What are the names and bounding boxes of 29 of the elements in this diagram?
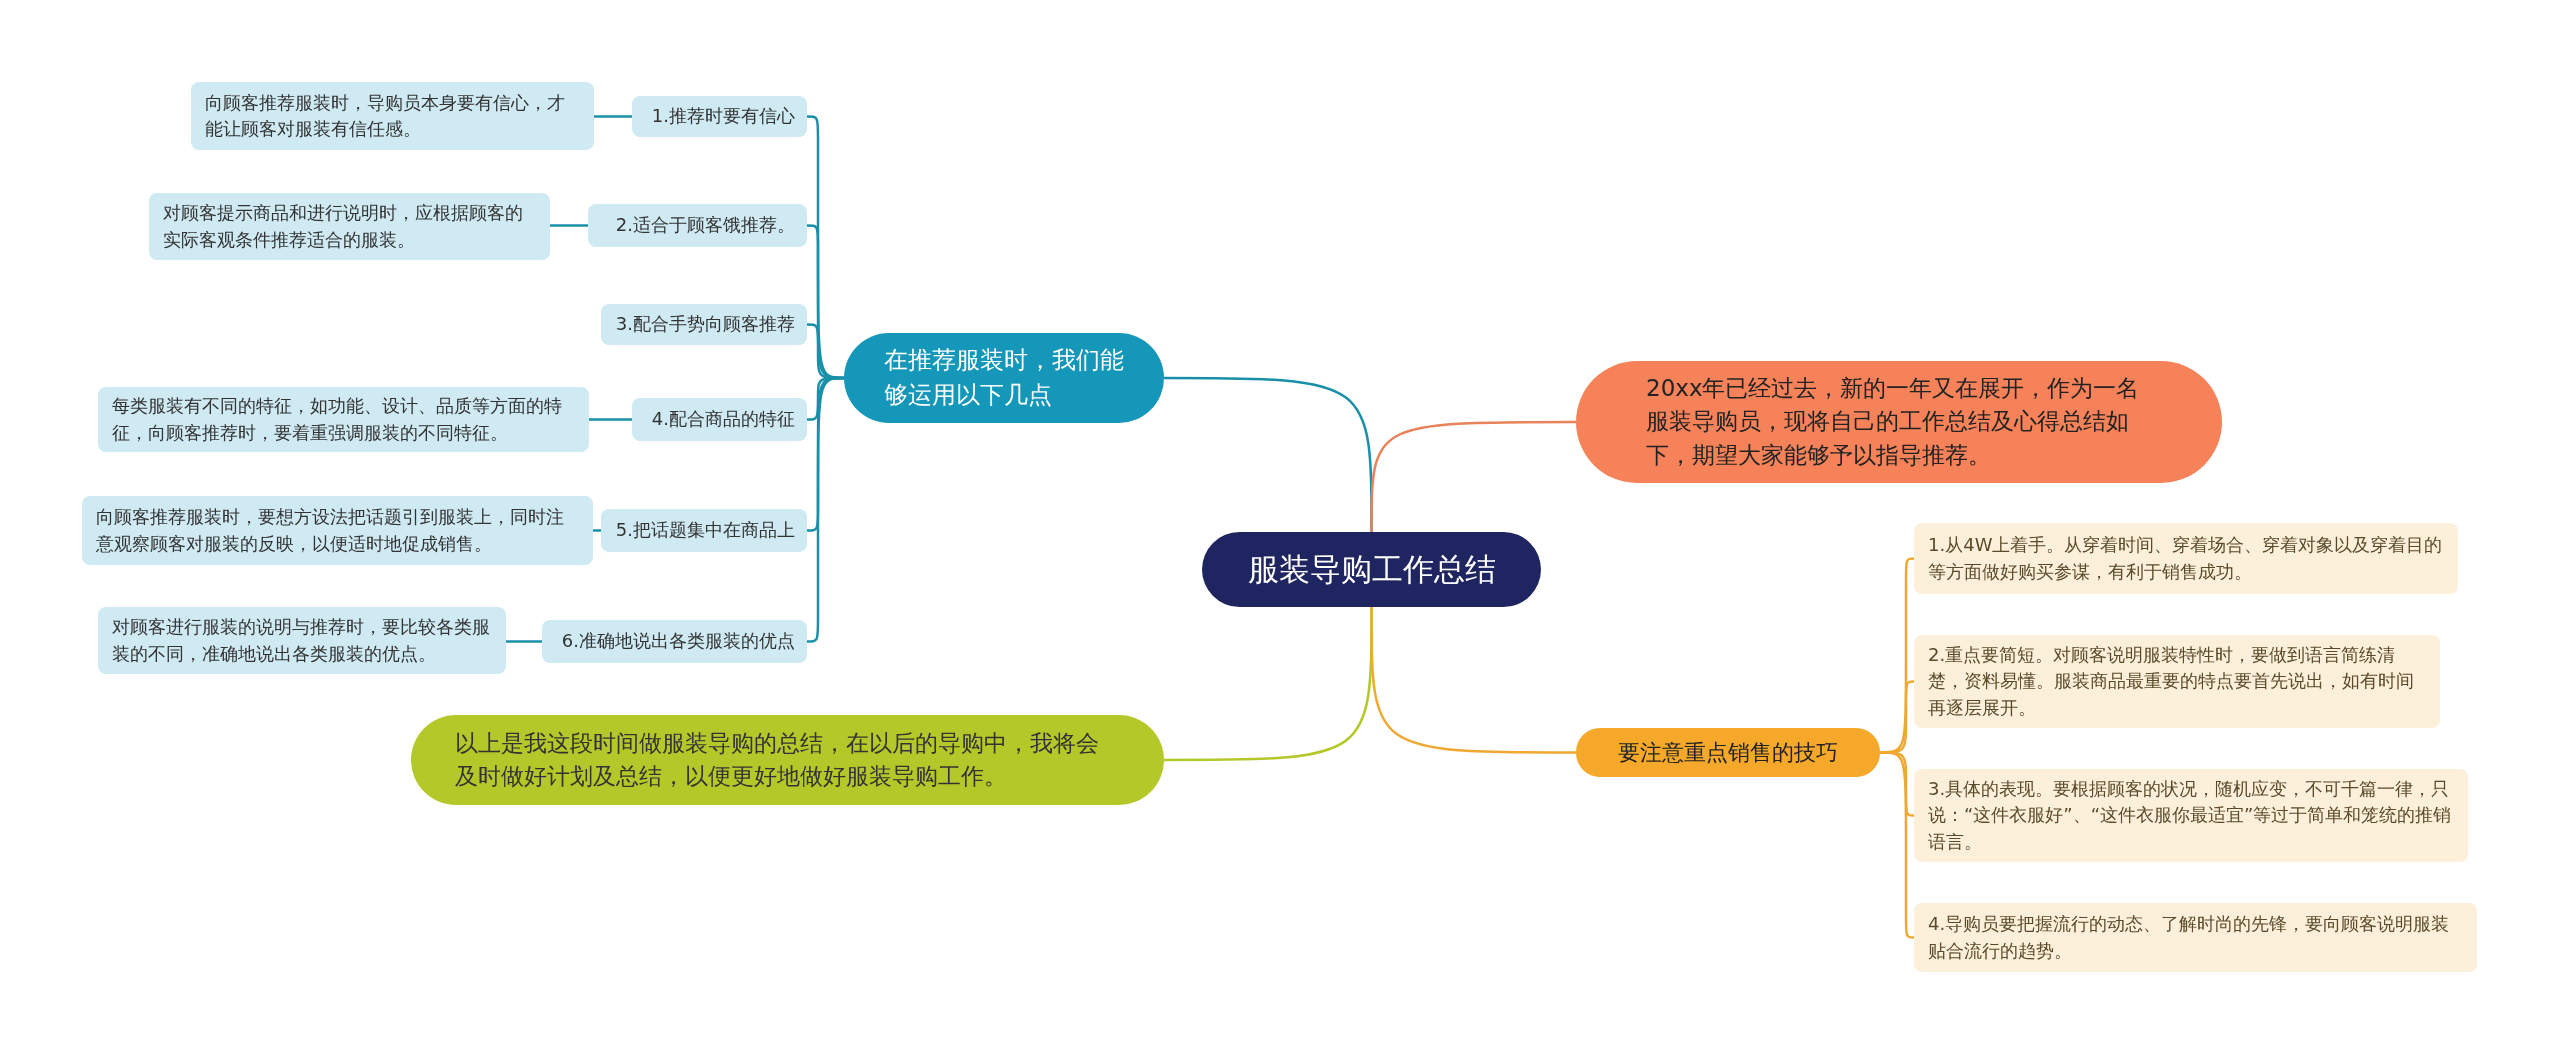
subtopic-box: 2.适合于顾客饿推荐。 (588, 204, 807, 247)
branch-topic: 在推荐服装时，我们能够运用以下几点 (844, 333, 1164, 423)
detail-box: 4.导购员要把握流行的动态、了解时尚的先锋，要向顾客说明服装贴合流行的趋势。 (1914, 903, 2477, 972)
detail-box: 向顾客推荐服装时，要想方设法把话题引到服装上，同时注意观察顾客对服装的反映，以便适时地促成销售。 (82, 496, 593, 565)
detail-box: 1.从4W上着手。从穿着时间、穿着场合、穿着对象以及穿着目的等方面做好购买参谋，有利于销售成功。 (1914, 523, 2458, 594)
detail-box: 对顾客提示商品和进行说明时，应根据顾客的实际客观条件推荐适合的服装。 (149, 193, 550, 260)
conclusion-topic: 以上是我这段时间做服装导购的总结，在以后的导购中，我将会及时做好计划及总结，以便更好地做好服装导购工作。 (411, 715, 1164, 805)
connector (593, 529, 601, 532)
detail-box: 对顾客进行服装的说明与推荐时，要比较各类服装的不同，准确地说出各类服装的优点。 (98, 607, 506, 674)
connector (506, 640, 542, 643)
connector (1880, 751, 1915, 939)
connector (1370, 607, 1576, 754)
subtopic-box: 4.配合商品的特征 (632, 398, 807, 441)
central-topic: 服装导购工作总结 (1202, 532, 1541, 607)
branch-topic: 要注意重点销售的技巧 (1576, 728, 1880, 777)
connector (1370, 420, 1576, 532)
detail-box: 2.重点要简短。对顾客说明服装特性时，要做到语言简练清楚，资料易懂。服装商品最重要的特点要首先说出，如有时间再逐层展开。 (1914, 635, 2440, 728)
intro-topic: 20xx年已经过去，新的一年又在展开，作为一名服装导购员，现将自己的工作总结及心得总结如下，期望大家能够予以指导推荐。 (1576, 361, 2222, 483)
connector (589, 418, 632, 421)
subtopic-box: 6.准确地说出各类服装的优点 (542, 620, 807, 663)
connector (594, 115, 632, 118)
detail-box: 3.具体的表现。要根据顾客的状况，随机应变，不可千篇一律，只说：“这件衣服好”、“这件衣服你最适宜”等过于简单和笼统的推销语言。 (1914, 769, 2468, 862)
subtopic-box: 5.把话题集中在商品上 (601, 509, 807, 552)
connector (807, 376, 844, 643)
detail-box: 向顾客推荐服装时，导购员本身要有信心，才能让顾客对服装有信任感。 (191, 82, 594, 150)
subtopic-box: 3.配合手势向顾客推荐 (601, 304, 807, 345)
connector (550, 224, 588, 227)
detail-box: 每类服装有不同的特征，如功能、设计、品质等方面的特征，向顾客推荐时，要着重强调服装的不同特征。 (98, 387, 589, 452)
subtopic-box: 1.推荐时要有信心 (632, 96, 807, 137)
